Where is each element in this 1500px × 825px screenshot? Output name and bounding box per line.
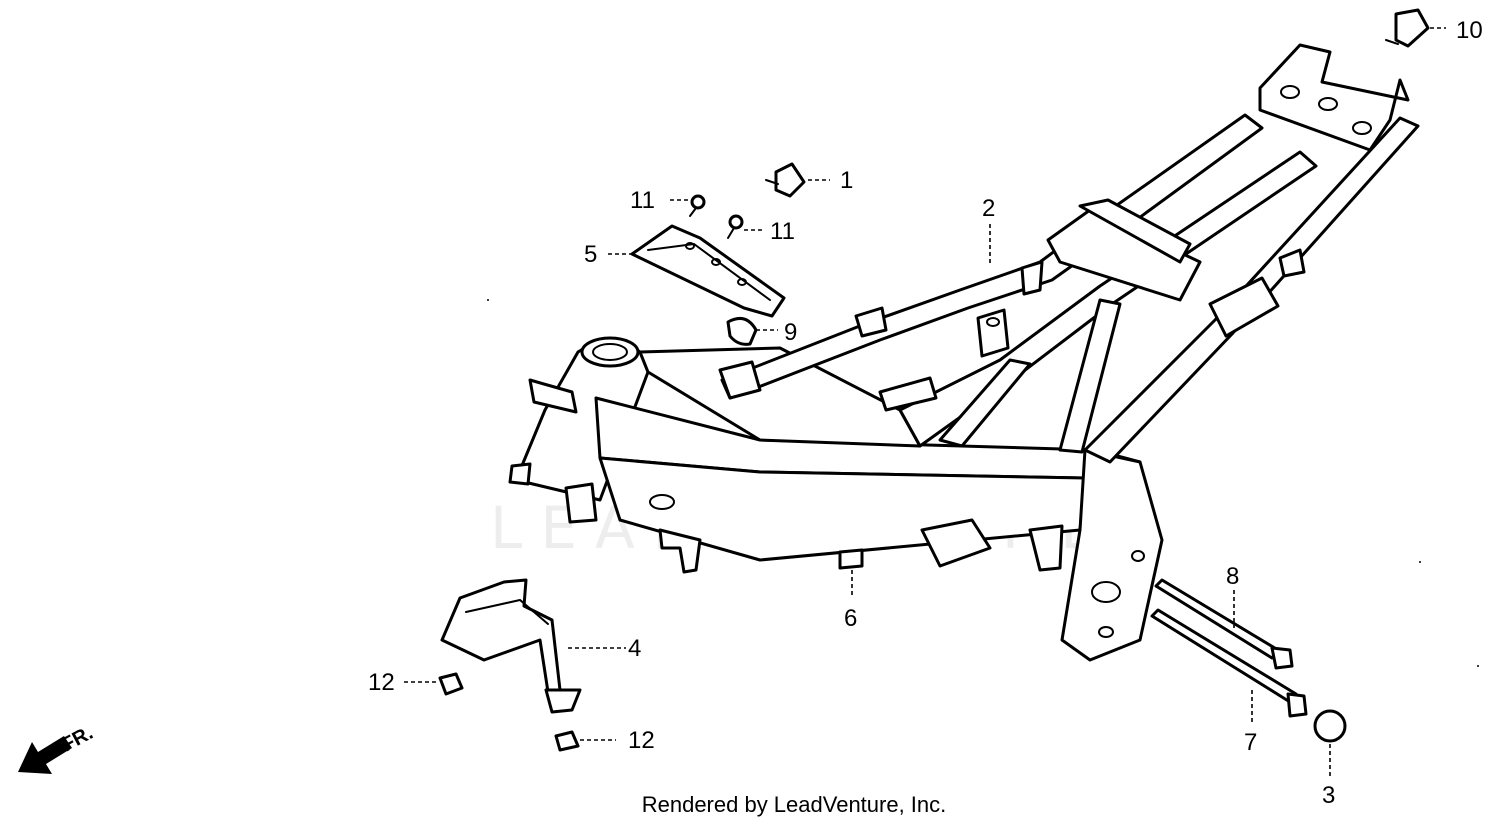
leader-lines [404,27,1446,776]
grommet-part[interactable] [726,316,758,346]
clip-part[interactable] [765,162,806,198]
battery-stay-part[interactable] [440,578,582,714]
callout-7: 7 [1244,729,1257,756]
bolt-part[interactable] [1154,578,1294,670]
callout-1: 1 [840,167,853,194]
callout-11-lower: 11 [770,218,795,245]
callout-5: 5 [584,241,597,268]
footer-credit: Rendered by LeadVenture, Inc. [0,792,1500,818]
bolt-long-part[interactable] [1150,608,1308,718]
callout-3: 3 [1322,782,1335,809]
cap-part[interactable] [1313,709,1347,743]
front-direction-arrow-icon [18,736,72,774]
callout-2: 2 [982,195,995,222]
rubber-part[interactable] [838,548,864,570]
bracket-part[interactable] [630,224,786,318]
callout-4: 4 [628,635,641,662]
nut-part-lower[interactable] [554,730,580,752]
screw-part-upper[interactable] [689,194,706,217]
callout-11-upper: 11 [630,187,655,214]
callout-9: 9 [784,319,797,346]
clip-rear-part[interactable] [1385,8,1430,48]
nut-part-upper[interactable] [438,672,464,696]
callout-8: 8 [1226,563,1239,590]
callout-12-upper: 12 [368,669,395,696]
footer-text: Rendered by LeadVenture, Inc. [641,792,947,817]
screw-part-lower[interactable] [727,214,744,239]
callout-12-lower: 12 [628,727,655,754]
body-frame[interactable] [508,43,1420,662]
callout-6: 6 [844,605,857,632]
callout-10: 10 [1456,17,1483,44]
